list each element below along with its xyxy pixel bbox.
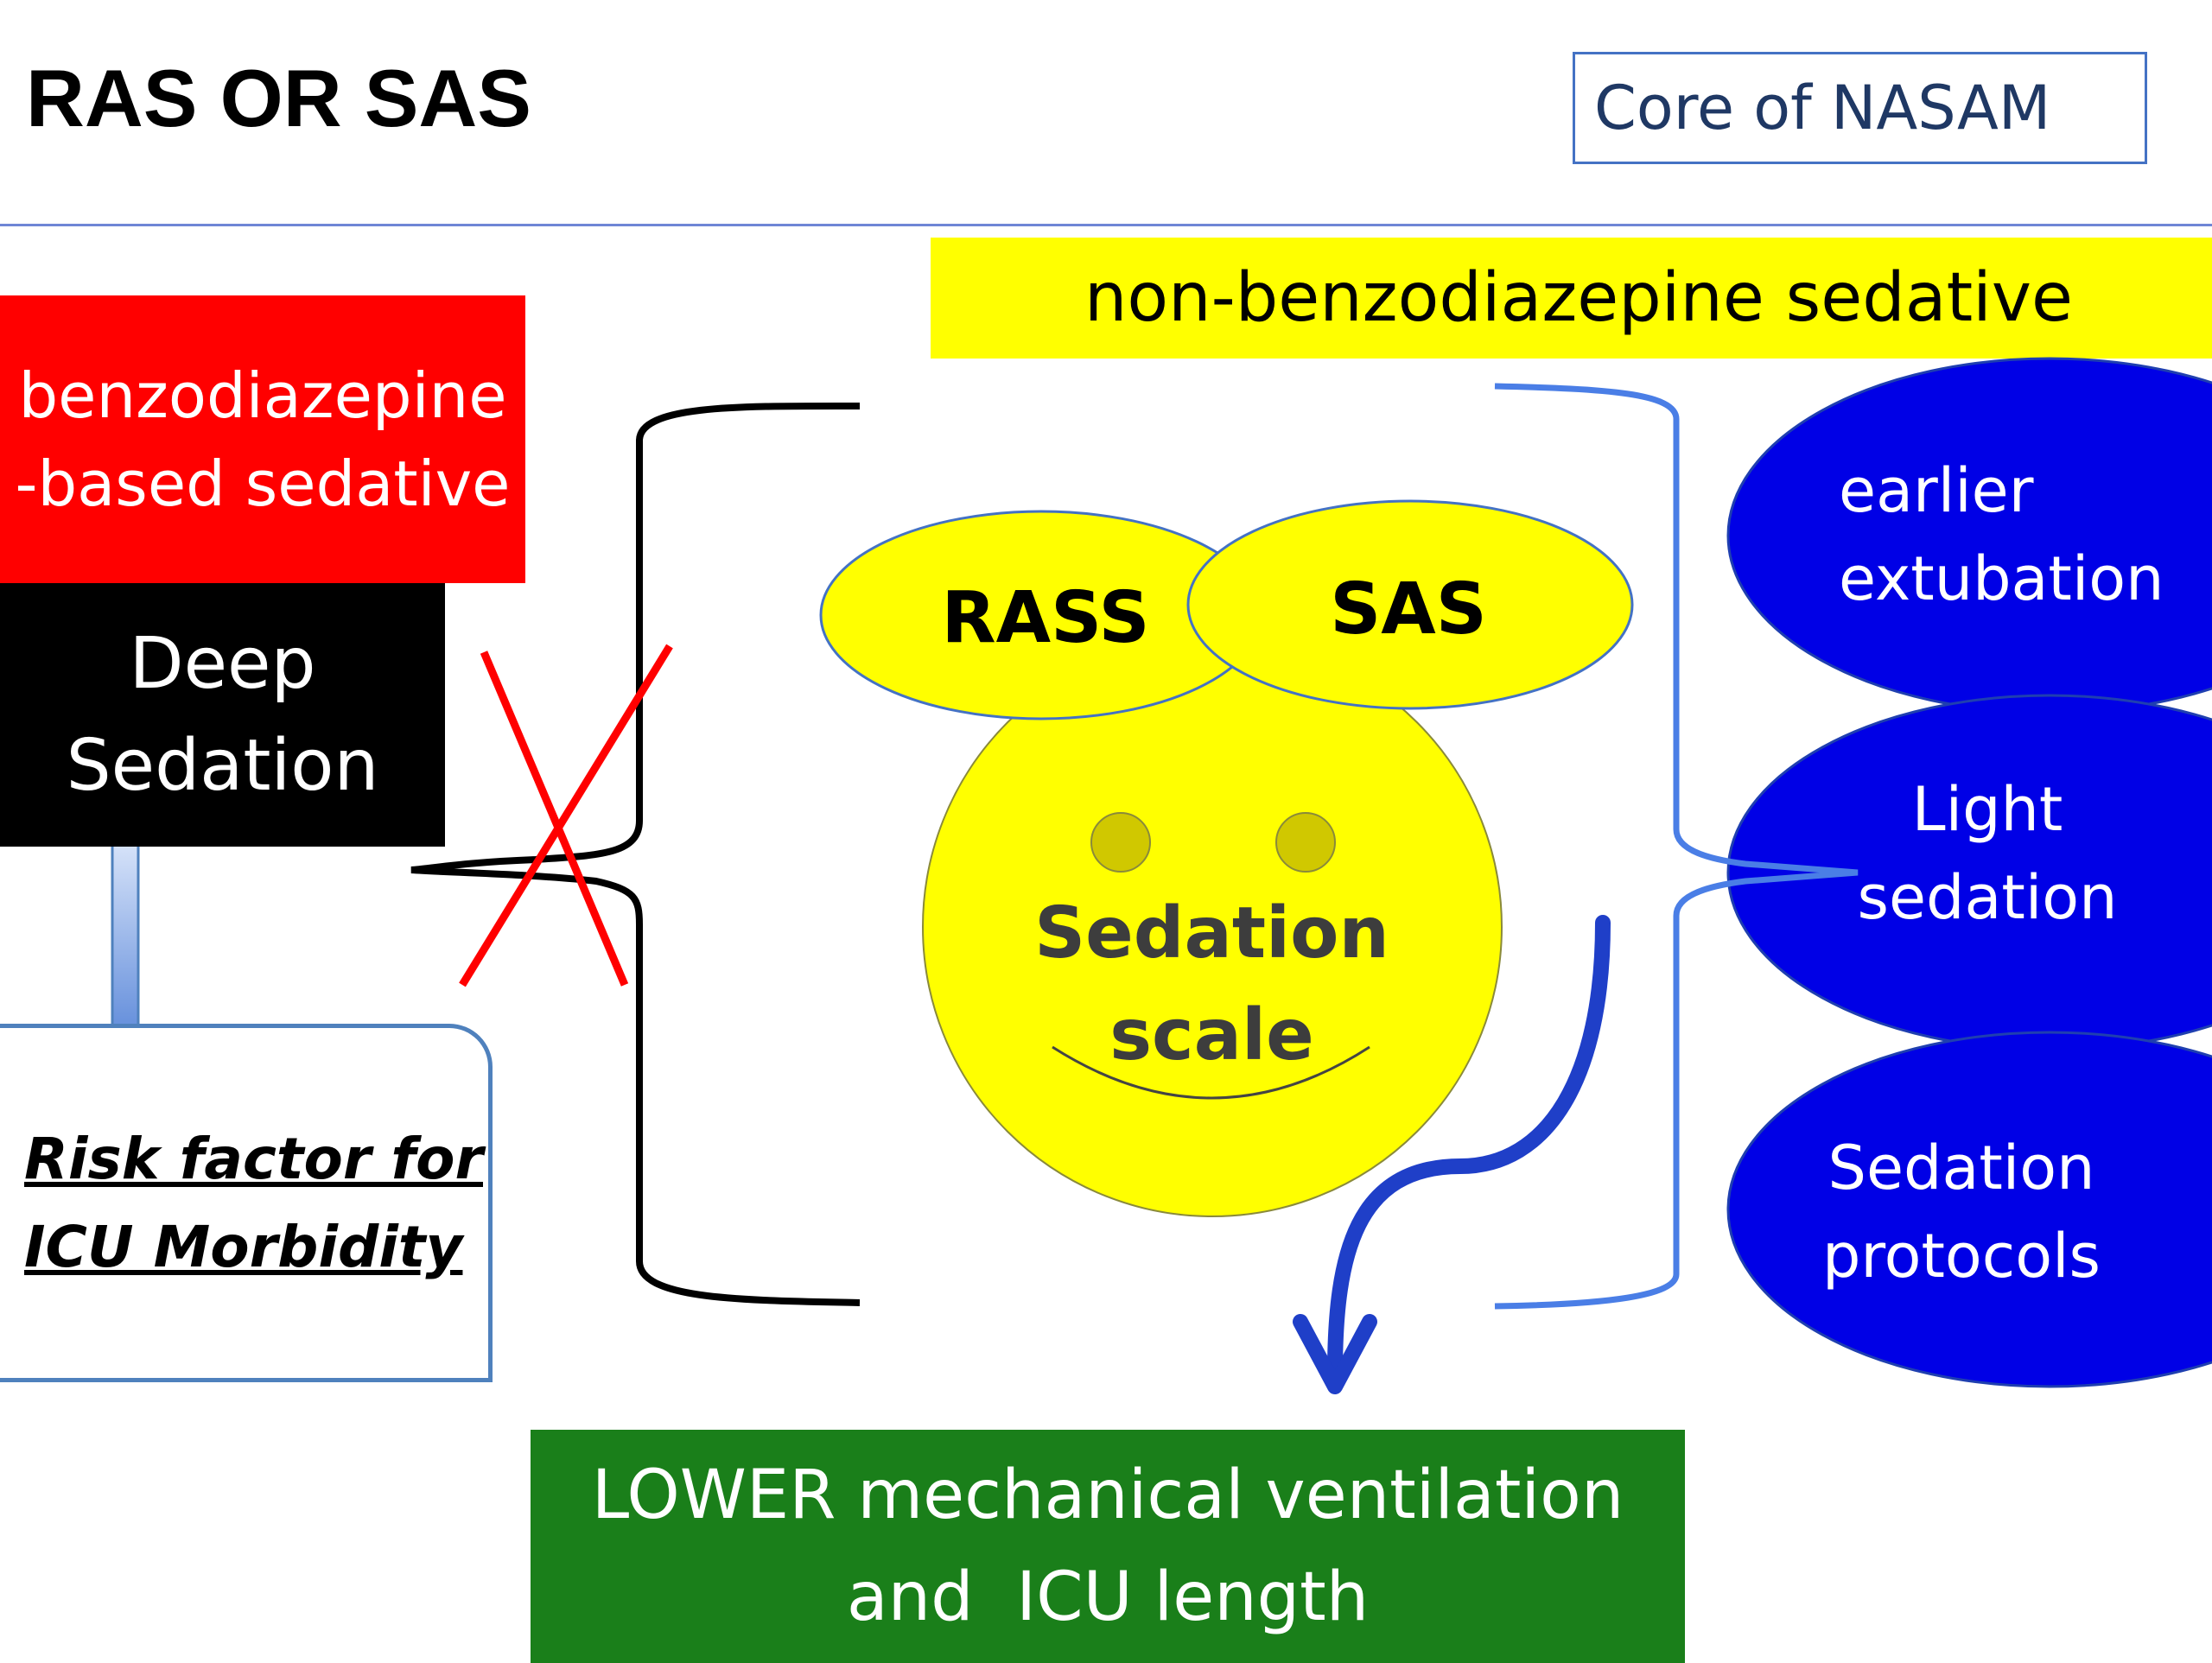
black-brace [410, 402, 861, 1306]
deep-sedation-line2: Sedation [66, 724, 379, 807]
curved-arrow [1327, 915, 1611, 1381]
right-eye-icon [1275, 812, 1336, 873]
outcome-protocols-line2: protocols [1821, 1221, 2101, 1292]
blue-brace [1494, 383, 1859, 1310]
red-x-stroke-1 [480, 651, 629, 987]
sas-label: SAS [1330, 568, 1487, 651]
sedation-scale-text: Sedation scale [994, 877, 1430, 1093]
outcome-light-sedation-line1: Light [1911, 774, 2063, 845]
sas-oval [1186, 499, 1634, 710]
sedation-scale-line1: Sedation [1034, 892, 1389, 974]
risk-factor-line2: ICU Morbidity [24, 1213, 463, 1280]
benzodiazepine-line2: -based sedative [15, 447, 511, 520]
header-frame [0, 0, 2212, 226]
deep-sedation-box: Deep Sedation [0, 583, 445, 847]
curved-arrow-head [1293, 1314, 1377, 1394]
left-eye-icon [1090, 812, 1151, 873]
result-box: LOWER mechanical ventilation and ICU len… [531, 1430, 1685, 1663]
core-label: Core of NASAM [1594, 73, 2051, 143]
smile-mouth [1052, 1045, 1370, 1100]
result-line1: LOWER mechanical ventilation [591, 1457, 1624, 1534]
outcome-extubation-text: earlier extubation [1839, 447, 2210, 623]
outcome-protocols-text: Sedation protocols [1815, 1113, 2108, 1311]
outcome-protocols-line1: Sedation [1827, 1133, 2095, 1203]
rass-label: RASS [941, 576, 1150, 659]
sedation-scale-line2: scale [1109, 994, 1314, 1076]
risk-factor-line1: Risk factor for [24, 1125, 483, 1192]
non-benzodiazepine-label: non-benzodiazepine sedative [1084, 259, 2073, 337]
benzodiazepine-box: benzodiazepine -based sedative [0, 295, 525, 583]
outcome-oval-protocols [1726, 1031, 2212, 1388]
outcome-extubation-line1: earlier [1839, 455, 2034, 526]
outcome-light-sedation-text: Light sedation [1832, 754, 2143, 953]
red-x-stroke-2 [459, 644, 673, 987]
deep-sedation-line1: Deep [129, 622, 316, 705]
core-label-box: Core of NASAM [1573, 52, 2147, 164]
outcome-extubation-line2: extubation [1839, 543, 2164, 614]
result-line2: and ICU length [846, 1558, 1370, 1636]
outcome-light-sedation-line2: sedation [1857, 862, 2118, 933]
benzodiazepine-line1: benzodiazepine [18, 359, 507, 432]
slide-title: RAS OR SAS [26, 53, 531, 143]
non-benzodiazepine-banner: non-benzodiazepine sedative [931, 238, 2212, 359]
risk-factor-box: Risk factor for ICU Morbidity [0, 1024, 493, 1382]
